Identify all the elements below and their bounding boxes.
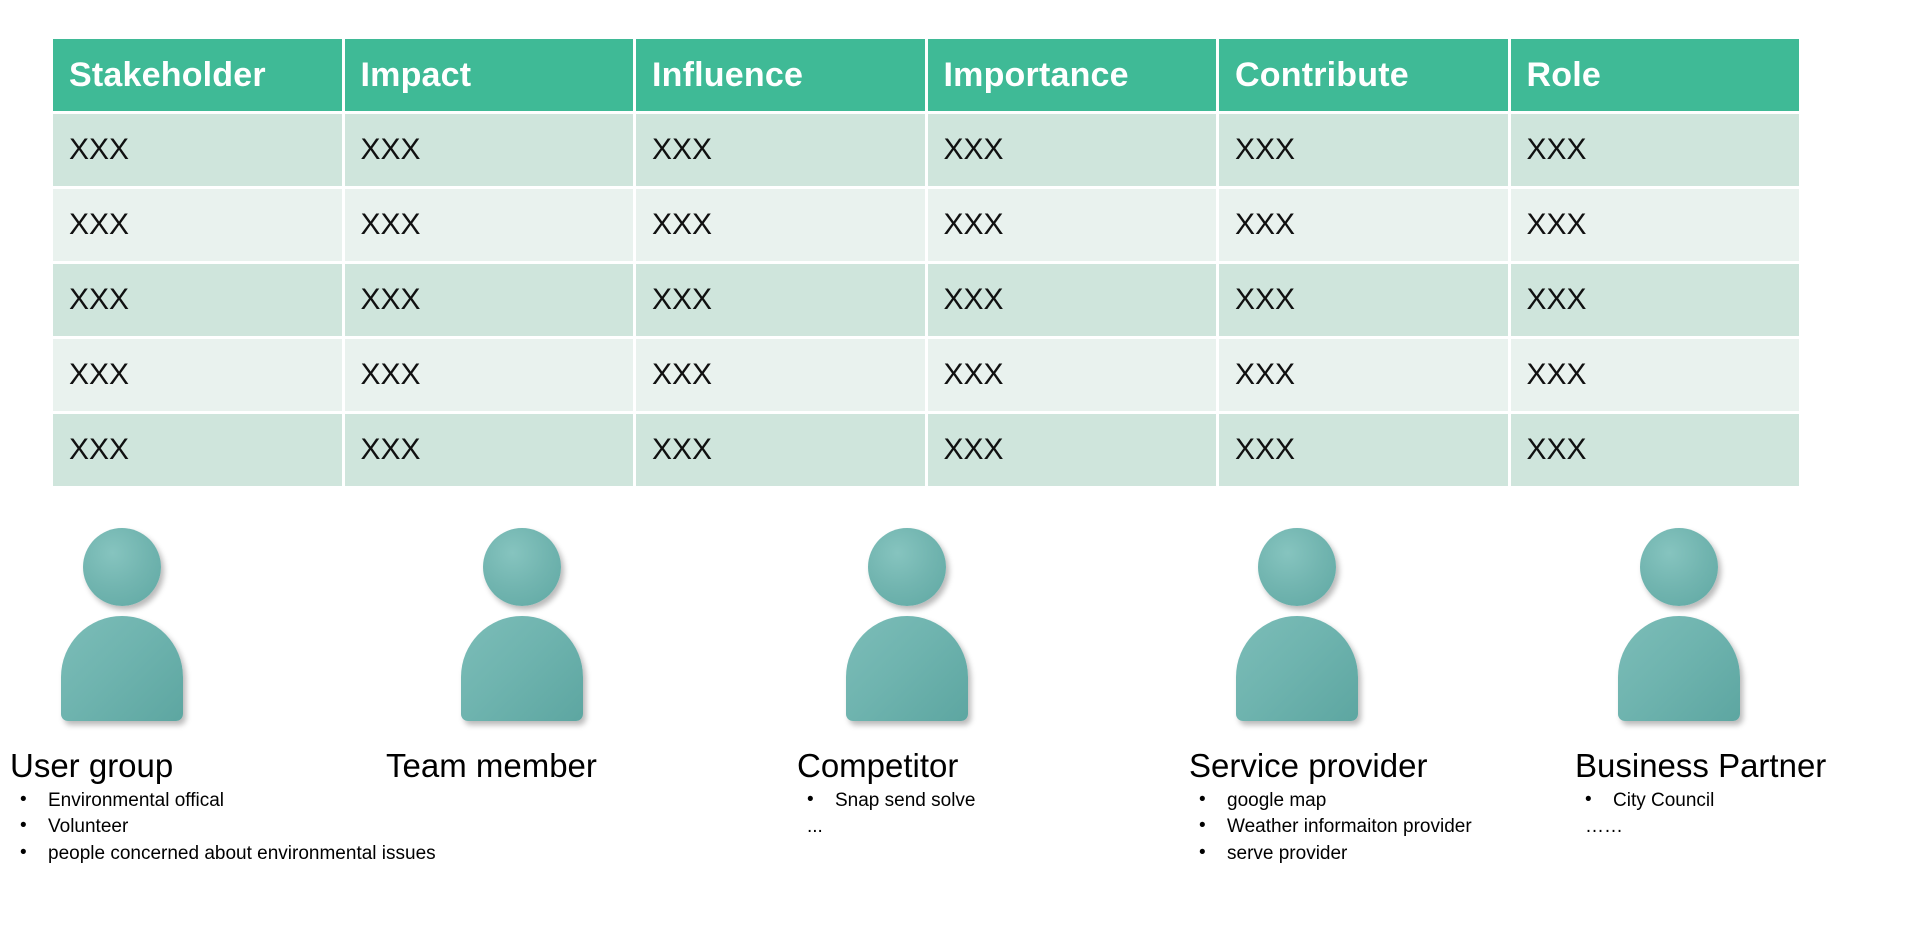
table-cell-impact[interactable]: XXX bbox=[344, 339, 633, 411]
table-header: Stakeholder Impact Influence Importance … bbox=[53, 39, 1799, 111]
table-cell-contribute[interactable]: XXX bbox=[1219, 264, 1508, 336]
person-icon bbox=[843, 520, 1013, 735]
column-header-stakeholder[interactable]: Stakeholder bbox=[53, 39, 342, 111]
persona-label: Service provider google map Weather info… bbox=[1189, 747, 1613, 865]
table-cell-influence[interactable]: XXX bbox=[636, 339, 925, 411]
table-cell-influence[interactable]: XXX bbox=[636, 114, 925, 186]
person-icon bbox=[1233, 520, 1403, 735]
table-cell-role[interactable]: XXX bbox=[1510, 189, 1799, 261]
persona-label: Competitor Snap send solve ... bbox=[797, 747, 1223, 839]
persona-label: Business Partner City Council …… bbox=[1575, 747, 1913, 839]
person-head-icon bbox=[1640, 528, 1718, 606]
column-header-influence[interactable]: Influence bbox=[636, 39, 925, 111]
table-cell-stakeholder[interactable]: XXX bbox=[53, 189, 342, 261]
person-body-icon bbox=[461, 616, 583, 721]
persona-label: User group Environmental offical Volunte… bbox=[10, 747, 438, 865]
person-body-icon bbox=[846, 616, 968, 721]
stakeholder-analysis-table: Stakeholder Impact Influence Importance … bbox=[50, 36, 1802, 489]
column-header-importance[interactable]: Importance bbox=[927, 39, 1216, 111]
persona-card-service-provider: Service provider google map Weather info… bbox=[1189, 520, 1613, 868]
table-cell-impact[interactable]: XXX bbox=[344, 264, 633, 336]
list-item: City Council bbox=[1575, 788, 1913, 812]
table-cell-impact[interactable]: XXX bbox=[344, 114, 633, 186]
table-row[interactable]: XXX XXX XXX XXX XXX XXX bbox=[53, 189, 1799, 261]
table-cell-role[interactable]: XXX bbox=[1510, 414, 1799, 486]
persona-title: Team member bbox=[386, 747, 597, 784]
person-body-icon bbox=[1236, 616, 1358, 721]
persona-bullet-list: google map Weather informaiton provider … bbox=[1189, 788, 1613, 865]
table-cell-stakeholder[interactable]: XXX bbox=[53, 264, 342, 336]
table-cell-influence[interactable]: XXX bbox=[636, 189, 925, 261]
persona-bullet-list: Environmental offical Volunteer people c… bbox=[10, 788, 438, 865]
table-cell-contribute[interactable]: XXX bbox=[1219, 339, 1508, 411]
table-row[interactable]: XXX XXX XXX XXX XXX XXX bbox=[53, 264, 1799, 336]
person-head-icon bbox=[868, 528, 946, 606]
table-cell-contribute[interactable]: XXX bbox=[1219, 414, 1508, 486]
table-row[interactable]: XXX XXX XXX XXX XXX XXX bbox=[53, 339, 1799, 411]
column-header-role[interactable]: Role bbox=[1510, 39, 1799, 111]
person-body-icon bbox=[61, 616, 183, 721]
persona-card-business-partner: Business Partner City Council …… bbox=[1575, 520, 1913, 839]
persona-card-user-group: User group Environmental offical Volunte… bbox=[10, 520, 438, 868]
table-cell-role[interactable]: XXX bbox=[1510, 264, 1799, 336]
persona-ellipsis: …… bbox=[1585, 816, 1623, 838]
persona-title: Service provider bbox=[1189, 747, 1428, 784]
table-body: XXX XXX XXX XXX XXX XXX XXX XXX XXX XXX … bbox=[53, 114, 1799, 486]
table-cell-stakeholder[interactable]: XXX bbox=[53, 414, 342, 486]
table-cell-influence[interactable]: XXX bbox=[636, 264, 925, 336]
table-row[interactable]: XXX XXX XXX XXX XXX XXX bbox=[53, 114, 1799, 186]
persona-bullet-list: City Council bbox=[1575, 788, 1913, 812]
person-icon bbox=[1615, 520, 1785, 735]
table-cell-stakeholder[interactable]: XXX bbox=[53, 114, 342, 186]
table-cell-role[interactable]: XXX bbox=[1510, 339, 1799, 411]
persona-bullet-list: Snap send solve bbox=[797, 788, 1223, 812]
table-cell-stakeholder[interactable]: XXX bbox=[53, 339, 342, 411]
person-icon bbox=[458, 520, 628, 735]
table-cell-importance[interactable]: XXX bbox=[927, 414, 1216, 486]
table-cell-importance[interactable]: XXX bbox=[927, 339, 1216, 411]
person-head-icon bbox=[83, 528, 161, 606]
column-header-contribute[interactable]: Contribute bbox=[1219, 39, 1508, 111]
person-body-icon bbox=[1618, 616, 1740, 721]
person-head-icon bbox=[483, 528, 561, 606]
table-cell-importance[interactable]: XXX bbox=[927, 189, 1216, 261]
list-item: Snap send solve bbox=[797, 788, 1223, 812]
table-cell-role[interactable]: XXX bbox=[1510, 114, 1799, 186]
persona-card-competitor: Competitor Snap send solve ... bbox=[797, 520, 1223, 839]
list-item: Volunteer bbox=[10, 814, 438, 838]
list-item: google map bbox=[1189, 788, 1613, 812]
persona-title: Competitor bbox=[797, 747, 959, 784]
persona-title: User group bbox=[10, 747, 174, 784]
persona-card-team-member: Team member bbox=[386, 520, 838, 789]
table-cell-contribute[interactable]: XXX bbox=[1219, 114, 1508, 186]
persona-label: Team member bbox=[386, 747, 838, 785]
table-header-row: Stakeholder Impact Influence Importance … bbox=[53, 39, 1799, 111]
table-cell-contribute[interactable]: XXX bbox=[1219, 189, 1508, 261]
person-head-icon bbox=[1258, 528, 1336, 606]
table-cell-importance[interactable]: XXX bbox=[927, 264, 1216, 336]
table-cell-influence[interactable]: XXX bbox=[636, 414, 925, 486]
list-item: serve provider bbox=[1189, 841, 1613, 865]
persona-ellipsis: ... bbox=[807, 816, 823, 838]
list-item: Environmental offical bbox=[10, 788, 438, 812]
persona-title: Business Partner bbox=[1575, 747, 1827, 784]
table-row[interactable]: XXX XXX XXX XXX XXX XXX bbox=[53, 414, 1799, 486]
persona-strip: User group Environmental offical Volunte… bbox=[0, 520, 1913, 936]
person-icon bbox=[58, 520, 228, 735]
list-item: Weather informaiton provider bbox=[1189, 814, 1613, 838]
column-header-impact[interactable]: Impact bbox=[344, 39, 633, 111]
table-cell-impact[interactable]: XXX bbox=[344, 414, 633, 486]
table-cell-impact[interactable]: XXX bbox=[344, 189, 633, 261]
table-cell-importance[interactable]: XXX bbox=[927, 114, 1216, 186]
list-item: people concerned about environmental iss… bbox=[10, 841, 438, 865]
